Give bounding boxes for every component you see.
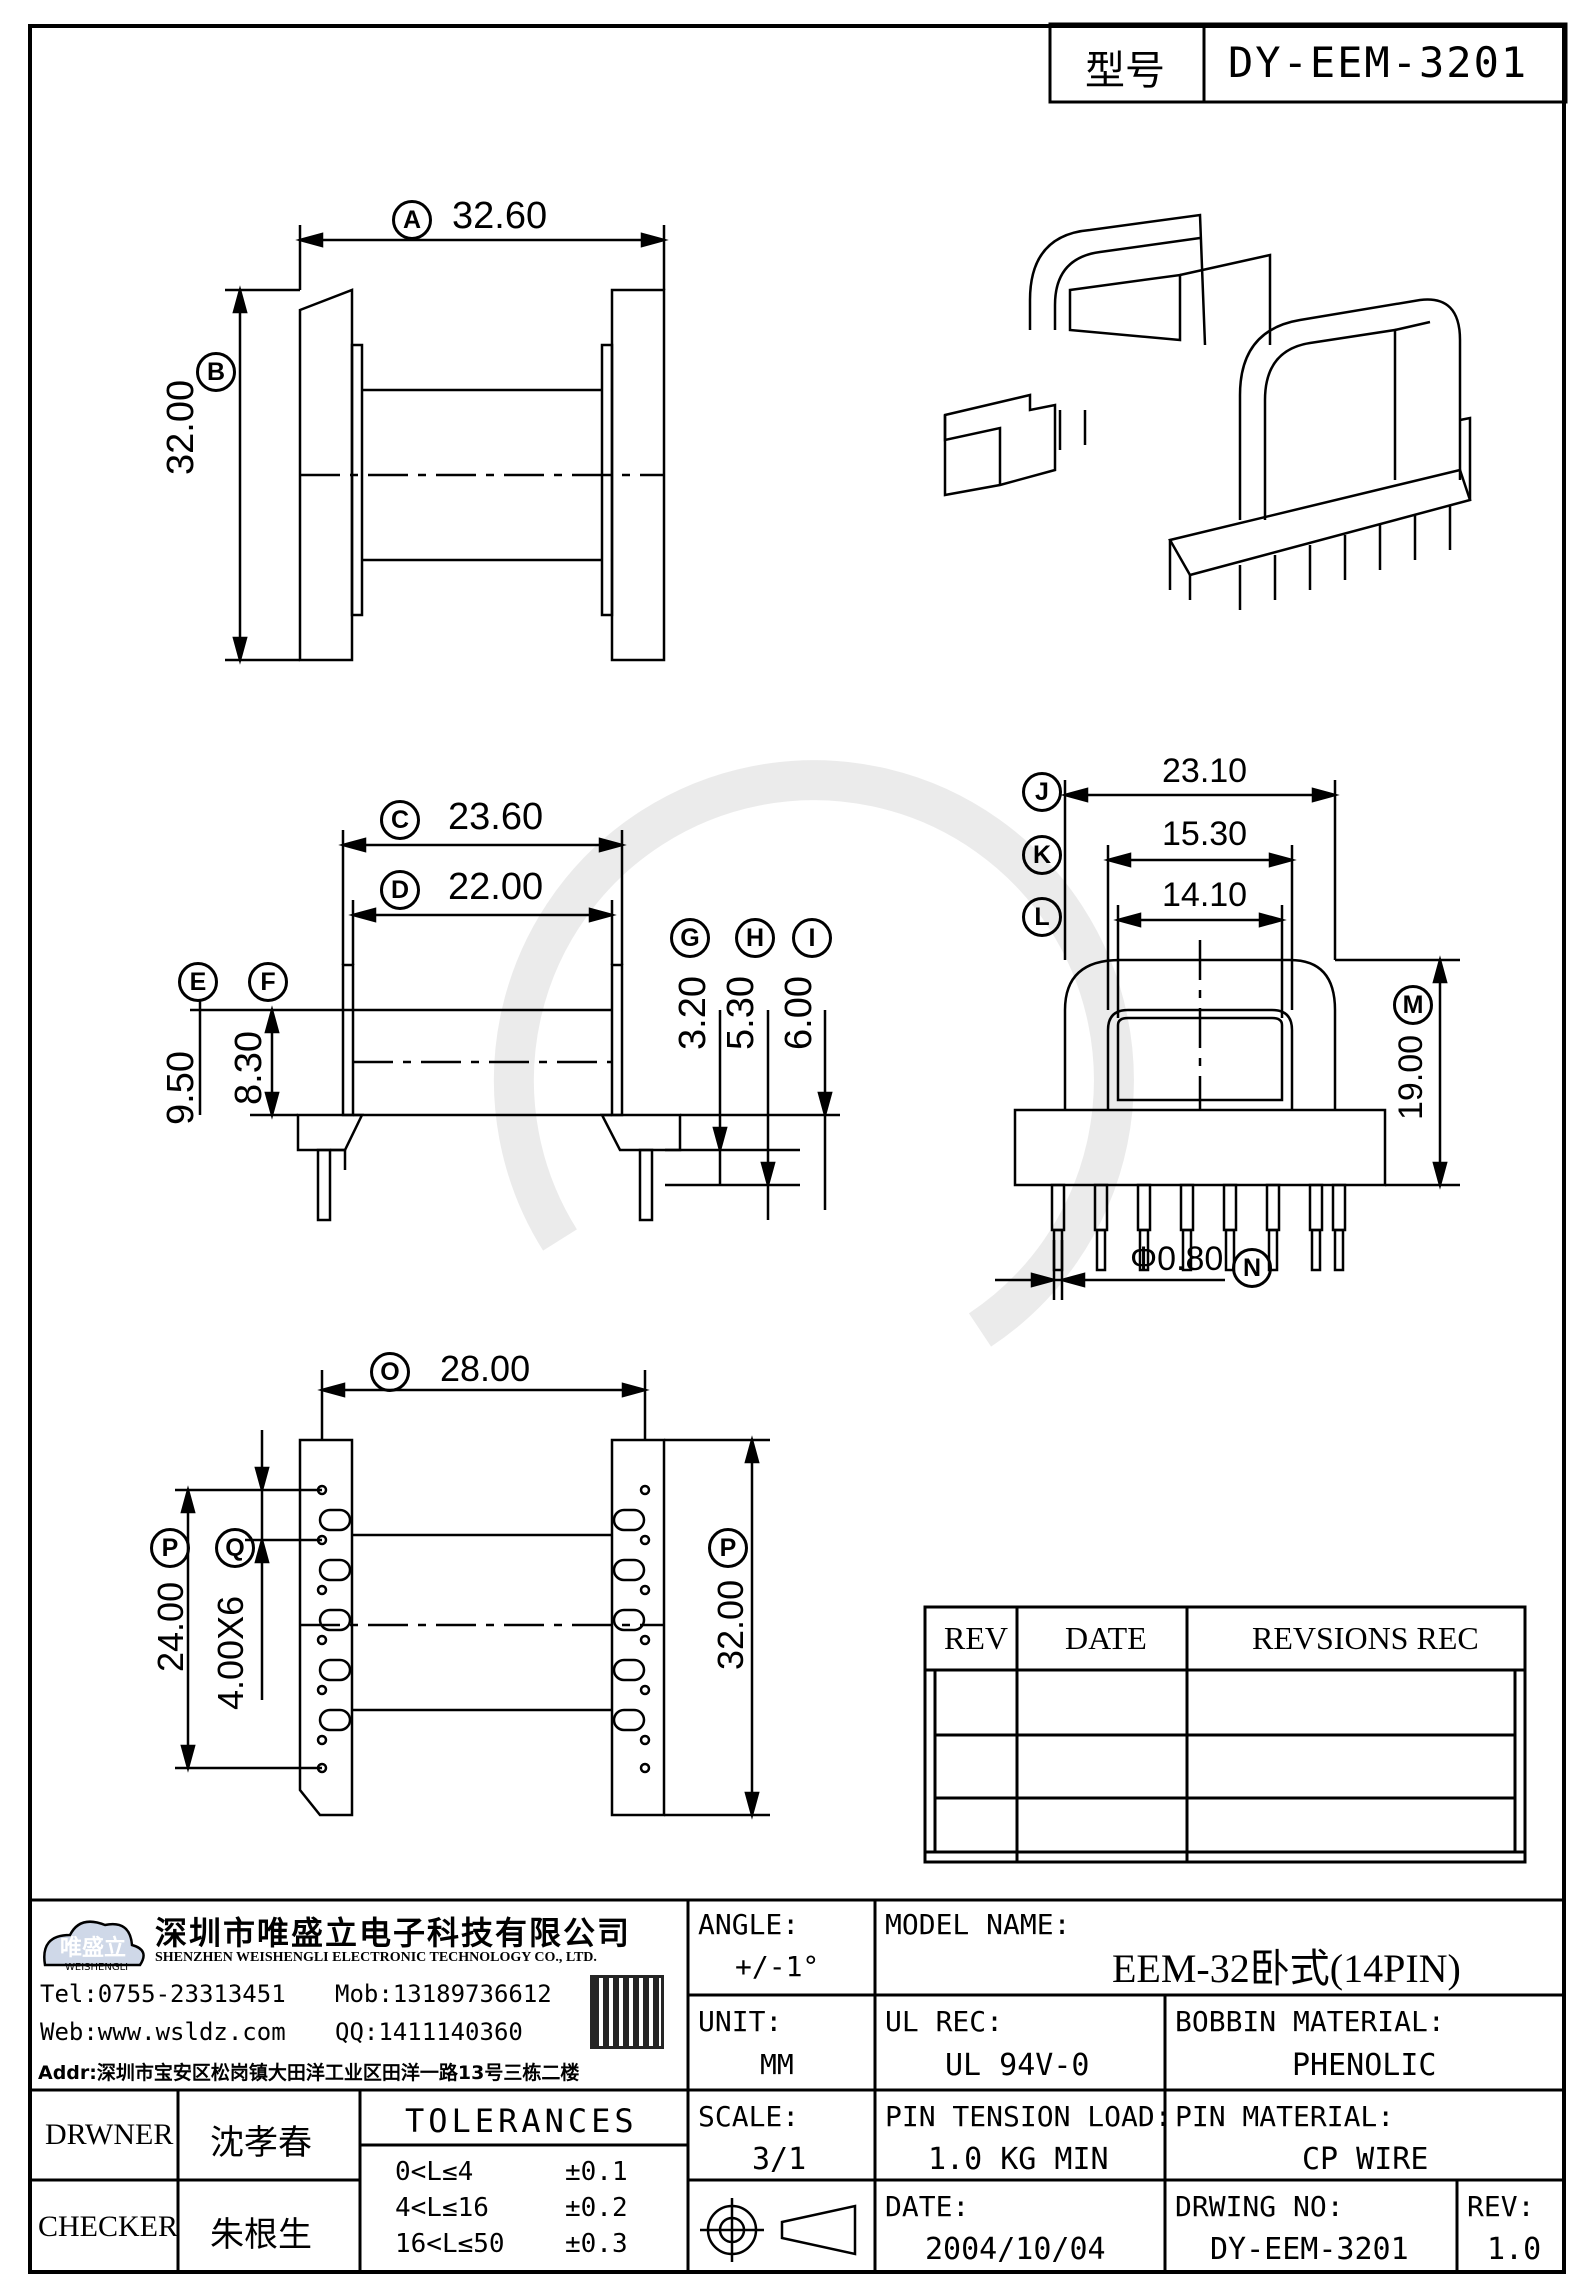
tol1-value: ±0.1 bbox=[565, 2157, 628, 2187]
drawing-no-value: DY-EEM-3201 bbox=[1210, 2232, 1409, 2267]
dim-d-value: 22.00 bbox=[448, 866, 544, 908]
ul-label: UL REC: bbox=[885, 2005, 1004, 2038]
dim-g-marker: G bbox=[670, 918, 710, 958]
dim-d-marker: D bbox=[380, 870, 420, 910]
logo-sub: WEISHENGLI bbox=[65, 1962, 129, 1973]
dim-k-marker: K bbox=[1022, 835, 1062, 875]
dim-f-marker: F bbox=[248, 962, 288, 1002]
tol3-value: ±0.3 bbox=[565, 2229, 628, 2259]
drawer-label: DRWNER bbox=[45, 2118, 174, 2151]
dim-g-value: 3.20 bbox=[672, 976, 714, 1050]
type-label: 型号 bbox=[1085, 48, 1165, 94]
bobbin-value: PHENOLIC bbox=[1292, 2048, 1437, 2083]
dim-m-value: 19.00 bbox=[1392, 1034, 1430, 1120]
side-view-pins bbox=[1050, 1183, 1347, 1272]
dim-o-value: 28.00 bbox=[440, 1348, 531, 1389]
pin-material-label: PIN MATERIAL: bbox=[1175, 2100, 1395, 2133]
dim-n-marker: N bbox=[1232, 1248, 1272, 1288]
angle-value: +/-1° bbox=[735, 1950, 820, 1983]
dim-e-marker: E bbox=[178, 962, 218, 1002]
dim-p2-value: 32.00 bbox=[710, 1579, 751, 1670]
dim-b-marker: B bbox=[196, 352, 236, 392]
dim-e-value: 9.50 bbox=[160, 1051, 202, 1125]
drawing-sheet bbox=[28, 24, 1566, 2274]
rev-label: REV: bbox=[1467, 2190, 1535, 2223]
front-view bbox=[190, 830, 840, 1222]
unit-value: MM bbox=[760, 2048, 794, 2081]
checker-name: 朱根生 bbox=[210, 2215, 312, 2255]
dim-l-value: 14.10 bbox=[1162, 876, 1248, 914]
company-name-cn: 深圳市唯盛立电子科技有限公司 bbox=[155, 1914, 632, 1952]
company-web: Web:www.wsldz.com bbox=[40, 2018, 286, 2046]
dim-n-value: Φ0.80 bbox=[1130, 1240, 1224, 1278]
unit-label: UNIT: bbox=[698, 2005, 783, 2038]
projection-symbol-icon bbox=[700, 2198, 857, 2262]
date-label: DATE: bbox=[885, 2190, 970, 2223]
watermark-logo bbox=[493, 760, 1134, 1347]
tol2-range: 4<L≤16 bbox=[395, 2193, 489, 2223]
dim-a-value: 32.60 bbox=[452, 195, 548, 237]
dim-q-value: 4.00X6 bbox=[210, 1595, 251, 1710]
dim-j-value: 23.10 bbox=[1162, 752, 1248, 790]
dim-h-value: 5.30 bbox=[720, 976, 762, 1050]
date-value: 2004/10/04 bbox=[925, 2232, 1106, 2267]
isometric-view bbox=[943, 213, 1472, 610]
rev-value: 1.0 bbox=[1487, 2232, 1542, 2267]
rev-header-rev: REV bbox=[944, 1620, 1008, 1656]
side-view bbox=[995, 780, 1460, 1300]
checker-label: CHECKER bbox=[38, 2210, 179, 2243]
dim-c-marker: C bbox=[380, 800, 420, 840]
company-mob: Mob:13189736612 bbox=[335, 1980, 552, 2008]
dim-o-marker: O bbox=[370, 1352, 410, 1392]
tolerances-label: TOLERANCES bbox=[405, 2102, 638, 2140]
tension-label: PIN TENSION LOAD: bbox=[885, 2100, 1172, 2133]
dim-j-marker: J bbox=[1022, 772, 1062, 812]
dim-b-value: 32.00 bbox=[160, 379, 202, 475]
title-block-grid bbox=[28, 1898, 1566, 2274]
dim-p1-marker: P bbox=[150, 1528, 190, 1568]
top-view bbox=[225, 225, 669, 665]
model-code: DY-EEM-3201 bbox=[1228, 38, 1529, 87]
dim-i-value: 6.00 bbox=[778, 976, 820, 1050]
company-qq: QQ:1411140360 bbox=[335, 2018, 523, 2046]
dim-p2-marker: P bbox=[708, 1528, 748, 1568]
rev-header-date: DATE bbox=[1065, 1620, 1147, 1656]
model-name-label: MODEL NAME: bbox=[885, 1908, 1071, 1941]
tol2-value: ±0.2 bbox=[565, 2193, 628, 2223]
pin-material-value: CP WIRE bbox=[1302, 2142, 1429, 2177]
revision-table-grid bbox=[923, 1605, 1527, 1864]
header-box bbox=[1048, 22, 1568, 104]
dim-p1-value: 24.00 bbox=[150, 1581, 191, 1672]
company-addr: Addr:深圳市宝安区松岗镇大田洋工业区田洋一路13号三栋二楼 bbox=[38, 2062, 580, 2084]
bobbin-label: BOBBIN MATERIAL: bbox=[1175, 2005, 1445, 2038]
dim-k-value: 15.30 bbox=[1162, 815, 1248, 853]
company-name-en: SHENZHEN WEISHENGLI ELECTRONIC TECHNOLOG… bbox=[155, 1950, 597, 1965]
dim-h-marker: H bbox=[735, 918, 775, 958]
dim-l-marker: L bbox=[1022, 897, 1062, 937]
tol3-range: 16<L≤50 bbox=[395, 2229, 505, 2259]
scale-value: 3/1 bbox=[752, 2142, 807, 2177]
rev-header-rec: REVSIONS REC bbox=[1252, 1620, 1479, 1656]
bottom-pin-slots bbox=[316, 1484, 651, 1774]
qr-code-icon bbox=[590, 1975, 664, 2049]
dim-i-marker: I bbox=[792, 918, 832, 958]
angle-label: ANGLE: bbox=[698, 1908, 800, 1941]
dim-f-value: 8.30 bbox=[228, 1031, 270, 1105]
scale-label: SCALE: bbox=[698, 2100, 800, 2133]
logo-text: 唯盛立 bbox=[60, 1936, 127, 1961]
drawing-no-label: DRWING NO: bbox=[1175, 2190, 1344, 2223]
ul-value: UL 94V-0 bbox=[945, 2048, 1090, 2083]
drawer-name: 沈孝春 bbox=[210, 2123, 312, 2163]
dim-a-marker: A bbox=[392, 200, 432, 240]
bottom-view bbox=[175, 1370, 770, 1820]
dim-q-marker: Q bbox=[215, 1528, 255, 1568]
tol1-range: 0<L≤4 bbox=[395, 2157, 474, 2187]
tension-value: 1.0 KG MIN bbox=[928, 2142, 1109, 2177]
logo-icon bbox=[43, 1920, 145, 1967]
dim-c-value: 23.60 bbox=[448, 796, 544, 838]
model-name-value: EEM-32卧式(14PIN) bbox=[1112, 1946, 1461, 1991]
company-tel: Tel:0755-23313451 bbox=[40, 1980, 286, 2008]
dim-m-marker: M bbox=[1393, 985, 1433, 1025]
